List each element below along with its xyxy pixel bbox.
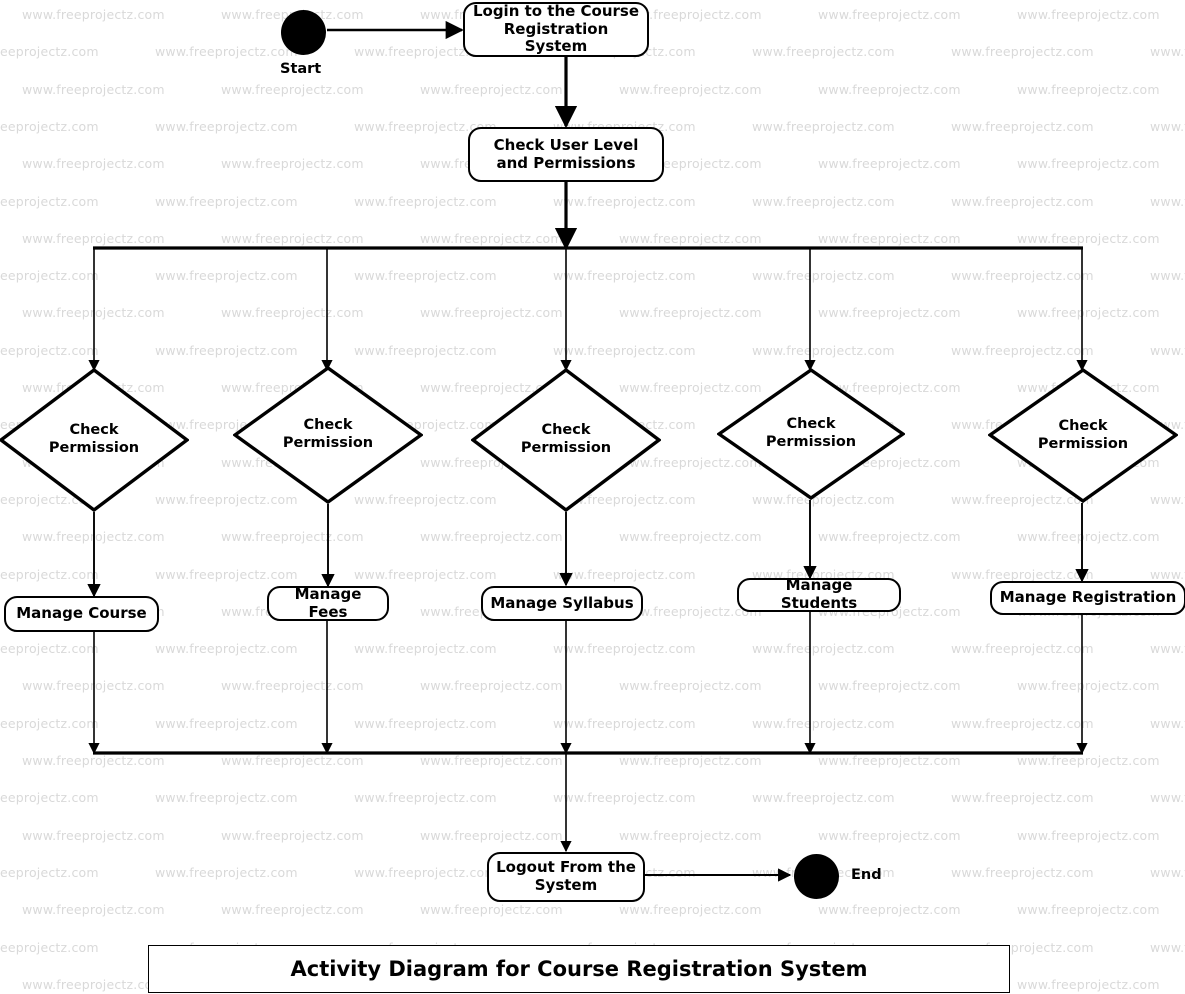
activity-manage-fees-label: Manage Fees (294, 584, 362, 621)
activity-manage-course-label: Manage Course (16, 604, 147, 623)
activity-check-user-level[interactable]: Check User Level and Permissions (468, 127, 664, 182)
decision-check-permission-4[interactable]: Check Permission (717, 368, 905, 500)
activity-manage-registration[interactable]: Manage Registration (990, 581, 1185, 615)
end-node[interactable] (794, 854, 839, 899)
decision-check-permission-5[interactable]: Check Permission (988, 368, 1178, 503)
decision-check-permission-1[interactable]: Check Permission (0, 368, 189, 512)
activity-check-user-level-label: Check User Level and Permissions (493, 135, 639, 172)
decision-check-permission-3[interactable]: Check Permission (471, 368, 661, 512)
diagram-caption-box: Activity Diagram for Course Registration… (148, 945, 1010, 993)
activity-manage-course[interactable]: Manage Course (4, 596, 159, 632)
activity-logout-label: Logout From the System (496, 858, 636, 894)
decision-check-permission-2[interactable]: Check Permission (233, 366, 423, 504)
start-label: Start (280, 61, 322, 77)
activity-logout[interactable]: Logout From the System (487, 852, 645, 902)
activity-manage-fees[interactable]: Manage Fees (267, 584, 389, 621)
activity-manage-students[interactable]: Manage Students (737, 576, 901, 612)
activity-manage-registration-label: Manage Registration (999, 588, 1177, 607)
activity-manage-students-label: Manage Students (780, 576, 858, 612)
activity-login-label: Login to the Course Registration System (472, 1, 640, 56)
end-label: End (851, 867, 882, 883)
start-node[interactable] (281, 10, 326, 55)
activity-manage-syllabus-label: Manage Syllabus (490, 593, 634, 612)
diagram-caption-text: Activity Diagram for Course Registration… (290, 957, 868, 981)
activity-login[interactable]: Login to the Course Registration System (463, 2, 649, 57)
activity-manage-syllabus[interactable]: Manage Syllabus (481, 586, 643, 621)
